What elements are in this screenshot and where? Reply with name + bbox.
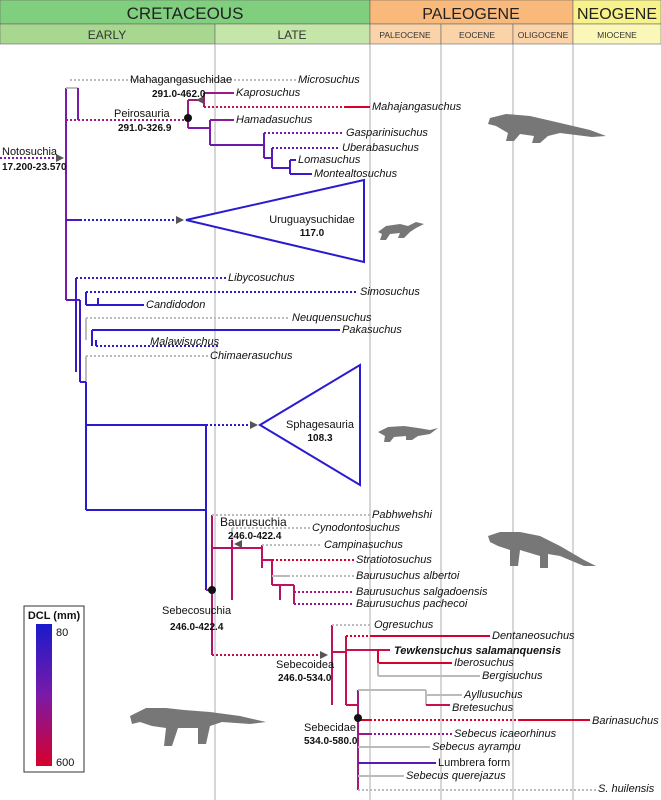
period-cretaceous: CRETACEOUS xyxy=(127,4,244,23)
uruguaysuchidae-triangle xyxy=(185,178,365,264)
clade-uruguaysuchidae-value: 117.0 xyxy=(300,228,325,239)
silhouette-sphagesaur xyxy=(378,426,438,442)
epoch-paleocene: PALEOCENE xyxy=(379,30,431,40)
paleogene-band xyxy=(369,0,574,25)
legend-min: 80 xyxy=(56,627,68,639)
taxon-bretesuchus: Bretesuchus xyxy=(452,702,514,714)
legend-color-bar xyxy=(36,624,52,766)
clade-baurusuchia-range: 246.0-422.4 xyxy=(228,531,282,542)
clade-labels: Notosuchia 17.200-23.570 Mahagangasuchid… xyxy=(2,74,358,747)
clade-sebecoidea-range: 246.0-534.0 xyxy=(278,673,332,684)
clade-sebecidae-name: Sebecidae xyxy=(304,722,356,734)
taxon-candidodon: Candidodon xyxy=(146,299,205,311)
epoch-oligocene: OLIGOCENE xyxy=(518,30,569,40)
taxon-campinasuchus: Campinasuchus xyxy=(324,539,403,551)
sphagesauria-triangle xyxy=(258,363,361,487)
time-scale-header: CRETACEOUS PALEOGENE NEOGENE EARLY LATE … xyxy=(0,0,661,45)
taxon-baurusuchus-salgadoensis: Baurusuchus salgadoensis xyxy=(356,586,488,598)
clade-mahajangasuchidae-range: 291.0-462.0 xyxy=(152,89,206,100)
dcl-legend: DCL (mm) 80 600 xyxy=(23,605,85,773)
clade-sphagesauria-name: Sphagesauria xyxy=(286,419,355,431)
clade-baurusuchia-name: Baurusuchia xyxy=(220,515,287,529)
silhouette-peirosaur xyxy=(488,114,606,143)
taxon-microsuchus: Microsuchus xyxy=(298,74,360,86)
taxon-tewkensuchus: Tewkensuchus salamanquensis xyxy=(394,645,561,657)
taxon-gasparinisuchus: Gasparinisuchus xyxy=(346,127,428,139)
epoch-early: EARLY xyxy=(88,28,126,42)
taxon-labels: Microsuchus Kaprosuchus Mahajangasuchus … xyxy=(146,74,659,795)
period-paleogene: PALEOGENE xyxy=(422,6,520,23)
clade-notosuchia-range: 17.200-23.570 xyxy=(2,162,67,173)
clade-mahajangasuchidae-name: Mahagangasuchidae xyxy=(130,74,232,86)
miocene-band xyxy=(572,23,661,45)
taxon-pabhwehshi: Pabhwehshi xyxy=(372,509,432,521)
clade-uruguaysuchidae-name: Uruguaysuchidae xyxy=(269,214,355,226)
taxon-barinasuchus: Barinasuchus xyxy=(592,715,659,727)
epoch-boundaries xyxy=(214,44,574,800)
legend-title: DCL (mm) xyxy=(28,610,81,622)
silhouette-uruguaysuchid xyxy=(378,222,424,240)
taxon-iberosuchus: Iberosuchus xyxy=(454,657,514,669)
epoch-eocene: EOCENE xyxy=(459,30,495,40)
clade-peirosauria-name: Peirosauria xyxy=(114,108,171,120)
taxon-sebecus-querejazus: Sebecus querejazus xyxy=(406,770,506,782)
sebecosuchia-node xyxy=(208,586,216,594)
taxon-bergisuchus: Bergisuchus xyxy=(482,670,543,682)
epoch-miocene: MIOCENE xyxy=(597,30,637,40)
clade-notosuchia-name: Notosuchia xyxy=(2,146,58,158)
silhouettes xyxy=(130,114,606,746)
clade-peirosauria-range: 291.0-326.9 xyxy=(118,123,172,134)
taxon-neuquensuchus: Neuquensuchus xyxy=(292,312,372,324)
taxon-libycosuchus: Libycosuchus xyxy=(228,272,295,284)
taxon-sebecus-ayrampu: Sebecus ayrampu xyxy=(432,741,521,753)
taxon-uberabasuchus: Uberabasuchus xyxy=(342,142,420,154)
clade-sebecosuchia-name: Sebecosuchia xyxy=(162,605,232,617)
taxon-kaprosuchus: Kaprosuchus xyxy=(236,87,301,99)
taxon-baurusuchus-albertoi: Baurusuchus albertoi xyxy=(356,570,460,582)
taxon-baurusuchus-pachecoi: Baurusuchus pachecoi xyxy=(356,598,468,610)
silhouette-sebecid xyxy=(130,708,266,746)
taxon-malawisuchus: Malawisuchus xyxy=(150,336,220,348)
taxon-cynodontosuchus: Cynodontosuchus xyxy=(312,522,401,534)
taxon-s-huilensis: S. huilensis xyxy=(598,783,655,795)
taxon-montealtosuchus: Montealtosuchus xyxy=(314,168,398,180)
taxon-simosuchus: Simosuchus xyxy=(360,286,420,298)
period-neogene: NEOGENE xyxy=(577,6,657,23)
taxon-pakasuchus: Pakasuchus xyxy=(342,324,402,336)
clade-sebecidae-range: 534.0-580.0 xyxy=(304,736,358,747)
peirosauria-node xyxy=(184,114,192,122)
sebecidae-node xyxy=(354,714,362,722)
taxon-mahajangasuchus: Mahajangasuchus xyxy=(372,101,462,113)
taxon-hamadasuchus: Hamadasuchus xyxy=(236,114,313,126)
taxon-stratiotosuchus: Stratiotosuchus xyxy=(356,554,432,566)
taxon-ayllusuchus: Ayllusuchus xyxy=(463,689,523,701)
tree-branches xyxy=(0,79,596,791)
clade-sphagesauria-value: 108.3 xyxy=(307,433,332,444)
taxon-chimaerasuchus: Chimaerasuchus xyxy=(210,350,293,362)
taxon-lumbrera-form: Lumbrera form xyxy=(438,757,510,769)
taxon-lomasuchus: Lomasuchus xyxy=(298,154,361,166)
taxon-dentaneosuchus: Dentaneosuchus xyxy=(492,630,575,642)
taxon-ogresuchus: Ogresuchus xyxy=(374,619,434,631)
taxon-sebecus-icaeorhinus: Sebecus icaeorhinus xyxy=(454,728,557,740)
clade-sebecosuchia-range: 246.0-422.4 xyxy=(170,622,224,633)
legend-max: 600 xyxy=(56,757,74,769)
silhouette-baurusuchid xyxy=(488,532,596,568)
epoch-late: LATE xyxy=(277,28,306,42)
clade-sebecoidea-name: Sebecoidea xyxy=(276,659,335,671)
